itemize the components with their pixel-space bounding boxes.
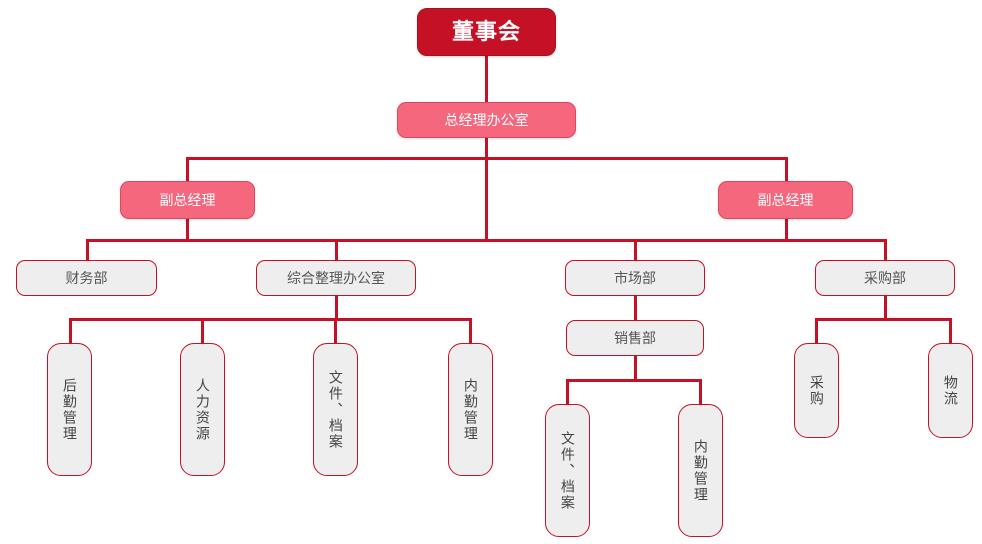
connector-bus-to-finance [86, 239, 89, 260]
connector-bus-to-procure [815, 318, 818, 343]
node-gm-office[interactable]: 总经理办公室 [397, 102, 576, 138]
node-procurement-label: 采购 [808, 374, 825, 407]
connector-bus-sales-leaves [566, 379, 702, 382]
connector-bus-to-logistics-mgmt [69, 318, 72, 343]
connector-bus-purchasing-leaves [815, 318, 952, 321]
connector-bus-to-dgm-right [785, 157, 788, 181]
connector-sales-down [634, 356, 637, 380]
connector-dgm-right-down [785, 219, 788, 241]
node-backoffice-management-admin-label: 内勤管理 [462, 377, 479, 442]
node-logistics-label: 物流 [942, 374, 959, 407]
connector-bus-to-admin-office [335, 239, 338, 260]
connector-bus-to-hr [201, 318, 204, 343]
node-documents-archives-admin-label: 文件、档案 [327, 369, 344, 450]
node-backoffice-management-sales[interactable]: 内勤管理 [678, 404, 723, 537]
connector-bus-to-backoffice-a [469, 318, 472, 343]
connector-bus-to-docs-b [566, 379, 569, 404]
connector-bus-to-purchasing [884, 239, 887, 260]
node-admin-office-label: 综合整理办公室 [287, 269, 385, 286]
connector-gm-office-trunk [485, 138, 488, 241]
node-backoffice-management-sales-label: 内勤管理 [692, 438, 709, 503]
node-finance-department[interactable]: 财务部 [16, 260, 157, 296]
node-marketing-department-label: 市场部 [614, 269, 656, 286]
node-deputy-manager-left-label: 副总经理 [159, 191, 216, 208]
node-purchasing-department-label: 采购部 [864, 269, 906, 286]
connector-bus-to-backoffice-b [699, 379, 702, 404]
connector-bus-deputy-managers [186, 157, 787, 160]
node-deputy-manager-left[interactable]: 副总经理 [120, 181, 255, 219]
connector-dgm-left-down [186, 219, 189, 241]
connector-bus-to-dgm-left [186, 157, 189, 181]
connector-bus-to-marketing [634, 239, 637, 260]
node-board[interactable]: 董事会 [417, 8, 556, 56]
node-human-resources[interactable]: 人力资源 [180, 343, 225, 476]
node-sales-department-label: 销售部 [614, 329, 656, 346]
connector-admin-office-down [335, 296, 338, 320]
node-logistics[interactable]: 物流 [928, 343, 973, 438]
node-logistics-management[interactable]: 后勤管理 [47, 343, 92, 476]
node-documents-archives-sales-label: 文件、档案 [559, 430, 576, 511]
connector-bus-to-logistics [949, 318, 952, 343]
node-finance-department-label: 财务部 [65, 269, 108, 286]
connector-board-to-gm-office [485, 56, 488, 103]
node-backoffice-management-admin[interactable]: 内勤管理 [448, 343, 493, 476]
connector-purchasing-down [884, 296, 887, 320]
node-purchasing-department[interactable]: 采购部 [815, 260, 955, 296]
connector-marketing-to-sales [634, 296, 637, 320]
node-sales-department[interactable]: 销售部 [566, 320, 704, 356]
connector-bus-departments [86, 239, 887, 242]
node-human-resources-label: 人力资源 [194, 377, 211, 442]
node-board-label: 董事会 [451, 19, 521, 45]
node-deputy-manager-right[interactable]: 副总经理 [718, 181, 853, 219]
node-gm-office-label: 总经理办公室 [444, 111, 529, 128]
node-procurement[interactable]: 采购 [794, 343, 839, 438]
node-logistics-management-label: 后勤管理 [61, 377, 78, 442]
node-marketing-department[interactable]: 市场部 [565, 260, 705, 296]
connector-bus-to-docs-a [334, 318, 337, 343]
node-documents-archives-sales[interactable]: 文件、档案 [545, 404, 590, 537]
node-deputy-manager-right-label: 副总经理 [757, 191, 814, 208]
node-admin-office[interactable]: 综合整理办公室 [256, 260, 416, 296]
connector-bus-admin-leaves [69, 318, 472, 321]
node-documents-archives-admin[interactable]: 文件、档案 [313, 343, 358, 476]
